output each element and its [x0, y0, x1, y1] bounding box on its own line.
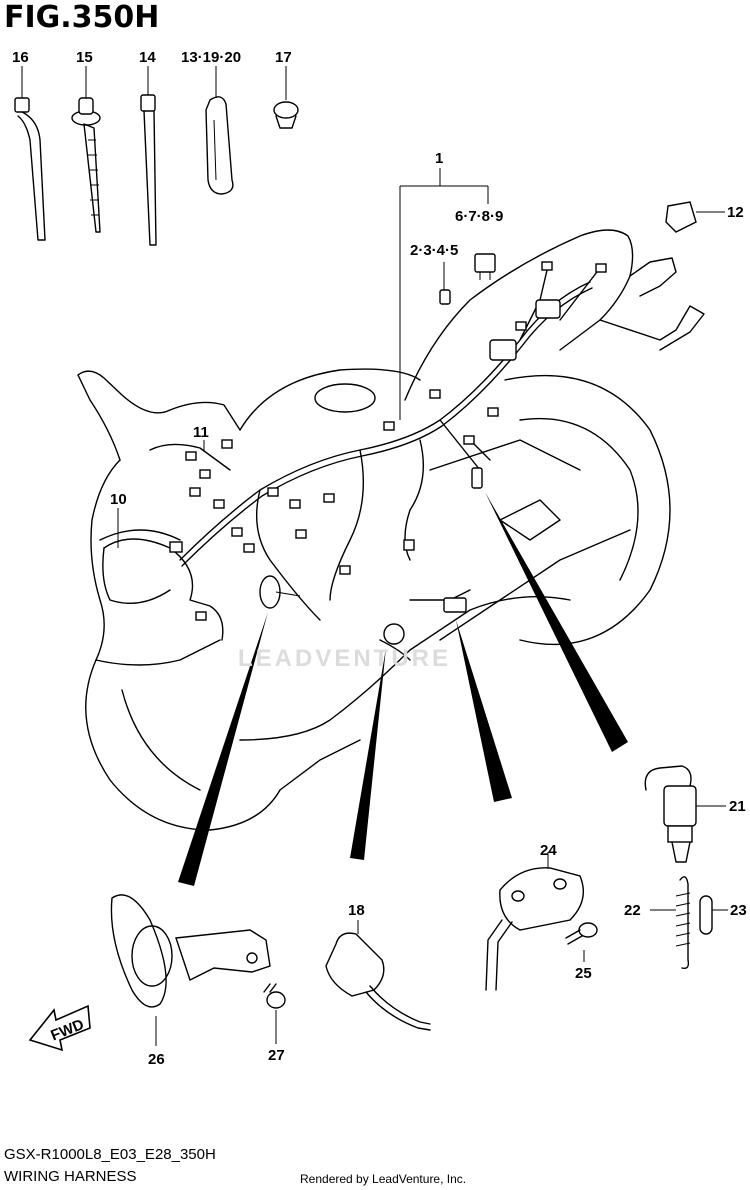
- callout-26: 26: [148, 1051, 165, 1068]
- spring-22: [650, 876, 691, 970]
- clip-tie-15: [71, 97, 101, 233]
- band-13-19-20: [205, 96, 234, 195]
- switch-in-situ: [443, 597, 467, 613]
- callout-2-3-4-5: 2·3·4·5: [410, 242, 458, 259]
- pointer-wedge-18: [350, 648, 386, 860]
- harness-connectors: [169, 261, 607, 621]
- callout-22: 22: [624, 902, 641, 919]
- callout-25: 25: [575, 965, 592, 982]
- horn-26: [110, 894, 271, 1046]
- pointer-wedge-26: [178, 612, 268, 886]
- model-code: GSX-R1000L8_E03_E28_350H: [4, 1146, 216, 1163]
- callout-21: 21: [729, 798, 746, 815]
- sensor-21: [644, 765, 726, 863]
- pointer-wedge-21: [485, 492, 628, 752]
- pin-23: [699, 895, 728, 935]
- clamp-17: [273, 101, 299, 129]
- callout-10: 10: [110, 491, 127, 508]
- callout-27: 27: [268, 1047, 285, 1064]
- callout-15: 15: [76, 49, 93, 66]
- render-credit: Rendered by LeadVenture, Inc.: [300, 1172, 467, 1186]
- callout-16: 16: [12, 49, 29, 66]
- switch-24: [485, 852, 584, 991]
- callout-6-7-8-9: 6·7·8·9: [455, 208, 503, 225]
- callout-18: 18: [348, 902, 365, 919]
- cable-tie-14: [140, 94, 157, 246]
- motorcycle-outline: [77, 229, 705, 831]
- callout-23: 23: [730, 902, 747, 919]
- callout-12: 12: [727, 204, 744, 221]
- sensor-in-situ: [471, 467, 483, 489]
- callout-13-19-20: 13·19·20: [181, 49, 241, 66]
- callout-1: 1: [435, 150, 443, 167]
- callout-11: 11: [193, 424, 209, 441]
- cable-tie-16: [14, 97, 46, 241]
- watermark: LEADVENTURE: [238, 645, 452, 672]
- sensor-18: [325, 920, 431, 1031]
- figure-title: FIG.350H: [4, 0, 160, 35]
- fuse-2-5: [439, 289, 451, 305]
- callout-17: 17: [275, 49, 292, 66]
- sensor-18-in-situ: [383, 623, 405, 645]
- horn-in-situ: [259, 575, 301, 609]
- connector-12: [665, 201, 725, 233]
- callout-14: 14: [139, 49, 156, 66]
- relay-6-9: [474, 253, 496, 280]
- figure-name: WIRING HARNESS: [4, 1168, 137, 1185]
- bolt-25: [565, 922, 598, 962]
- pointer-wedge-24: [456, 620, 512, 802]
- bolt-27: [263, 983, 286, 1044]
- fwd-arrow-badge: [28, 1004, 91, 1052]
- callout-24: 24: [540, 842, 557, 859]
